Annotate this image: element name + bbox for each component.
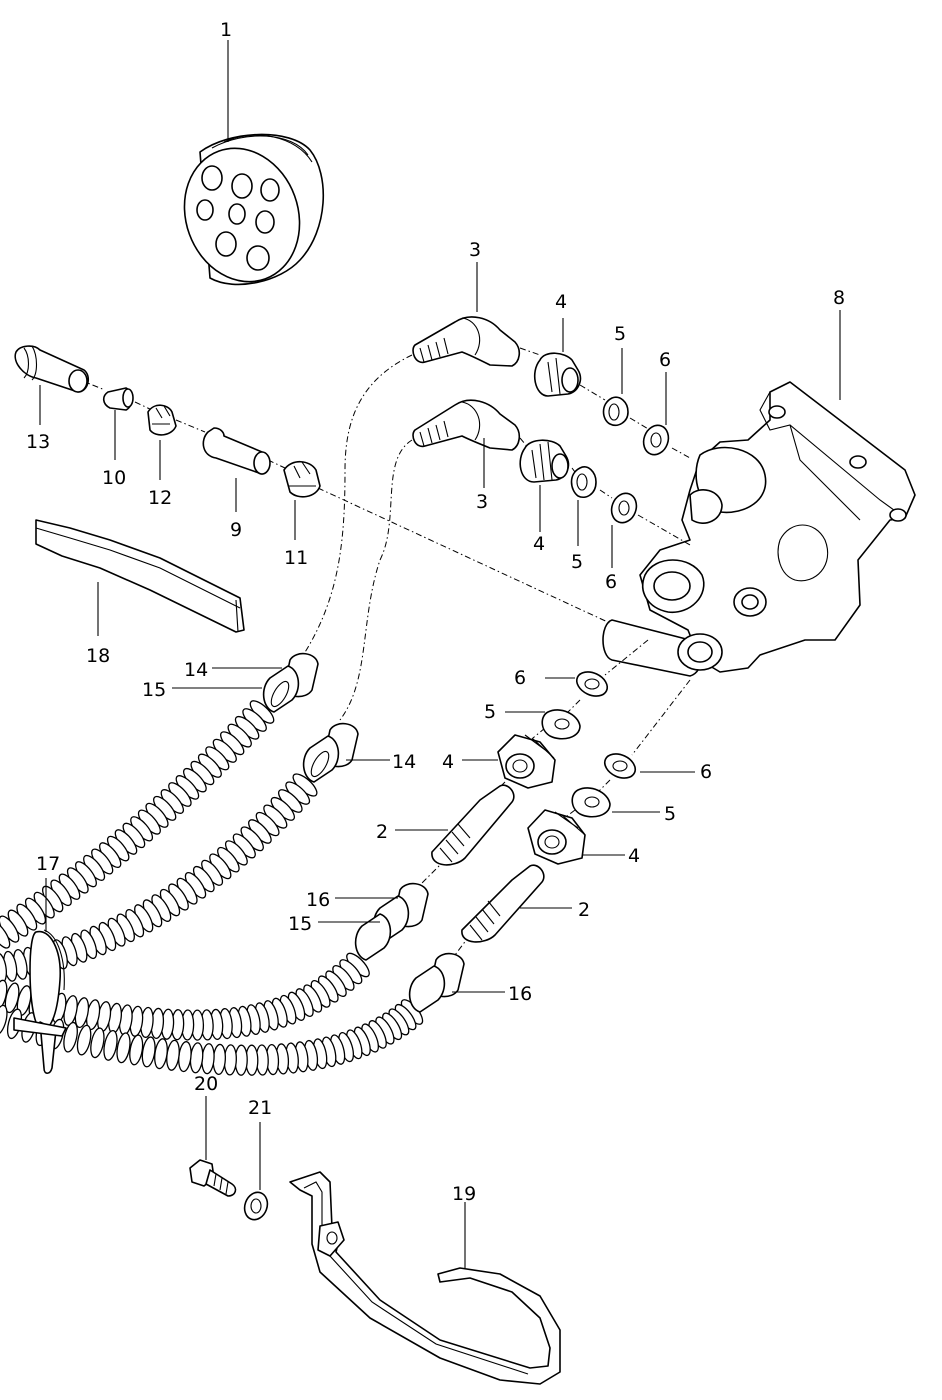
part-13-plug	[14, 345, 90, 425]
part-6-washer-lower-left	[545, 671, 609, 697]
part-8-valve-body	[602, 310, 916, 677]
label-13: 13	[26, 431, 50, 453]
assembly-lines	[79, 347, 691, 956]
label-3-upper: 3	[469, 239, 481, 261]
label-6-left: 6	[514, 667, 526, 689]
label-5-lower: 5	[571, 551, 583, 573]
label-20: 20	[194, 1073, 218, 1095]
label-4-right: 4	[628, 845, 640, 867]
part-5-clip-lower-left	[505, 709, 581, 740]
label-4-upper: 4	[555, 291, 567, 313]
label-4-left: 4	[442, 751, 454, 773]
part-20-bolt	[189, 1096, 237, 1197]
part-4-fitting-right	[527, 809, 625, 865]
label-5-left: 5	[484, 701, 496, 723]
part-9-connector	[202, 427, 271, 512]
hose-bottom	[0, 999, 424, 1076]
part-4-fitting-lower-left	[462, 734, 556, 789]
label-9: 9	[230, 519, 242, 541]
part-6-washer-lower	[610, 492, 638, 568]
part-12-clamp	[147, 404, 177, 480]
label-15-lower: 15	[288, 913, 312, 935]
label-19: 19	[452, 1183, 476, 1205]
part-4-fitting-upper	[533, 318, 582, 397]
part-16-sleeve-left	[318, 882, 429, 961]
part-16-sleeve-right	[408, 952, 505, 1013]
label-15-upper: 15	[142, 679, 166, 701]
label-16-left: 16	[306, 889, 330, 911]
label-16-right: 16	[508, 983, 532, 1005]
part-3-elbow-lower	[412, 399, 521, 488]
part-2-nipple-left	[395, 784, 515, 866]
part-3-elbow-upper	[412, 262, 521, 367]
part-18-strip	[35, 519, 245, 636]
label-4-lower: 4	[533, 533, 545, 555]
part-14-sleeve-upper	[172, 652, 319, 713]
label-18: 18	[86, 645, 110, 667]
part-2-nipple-right	[461, 864, 572, 943]
part-5-clip-right	[571, 787, 660, 818]
label-14-upper: 14	[184, 659, 208, 681]
label-6-upper: 6	[659, 349, 671, 371]
part-19-bracket	[289, 1171, 561, 1385]
label-6-right: 6	[700, 761, 712, 783]
part-21-washer	[243, 1122, 269, 1221]
label-8: 8	[833, 287, 845, 309]
label-3-lower: 3	[476, 491, 488, 513]
label-2-right: 2	[578, 899, 590, 921]
part-5-clip-lower	[570, 466, 597, 546]
label-2-left: 2	[376, 821, 388, 843]
part-1-grommet	[183, 40, 325, 286]
callout-labels: 1 2 2 3 3 4 4 4 4 5 5 5 5 6 6 6 6 8 9 10…	[26, 19, 845, 1205]
label-12: 12	[148, 487, 172, 509]
label-21: 21	[248, 1097, 272, 1119]
part-6-washer-upper	[642, 372, 670, 456]
part-6-washer-right	[603, 753, 695, 779]
part-11-clamp	[283, 460, 321, 540]
label-11: 11	[284, 547, 308, 569]
label-5-right: 5	[664, 803, 676, 825]
label-10: 10	[102, 467, 126, 489]
label-1: 1	[220, 19, 232, 41]
part-5-clip-upper	[602, 348, 629, 427]
label-6-lower: 6	[605, 571, 617, 593]
part-17-clamp-band	[13, 878, 67, 1075]
label-5-upper: 5	[614, 323, 626, 345]
part-14-sleeve-middle	[302, 722, 390, 783]
part-10-sleeve	[102, 387, 134, 460]
label-14-middle: 14	[392, 751, 416, 773]
hose-upper	[0, 700, 275, 949]
part-4-fitting-lower	[519, 439, 570, 532]
label-17: 17	[36, 853, 60, 875]
